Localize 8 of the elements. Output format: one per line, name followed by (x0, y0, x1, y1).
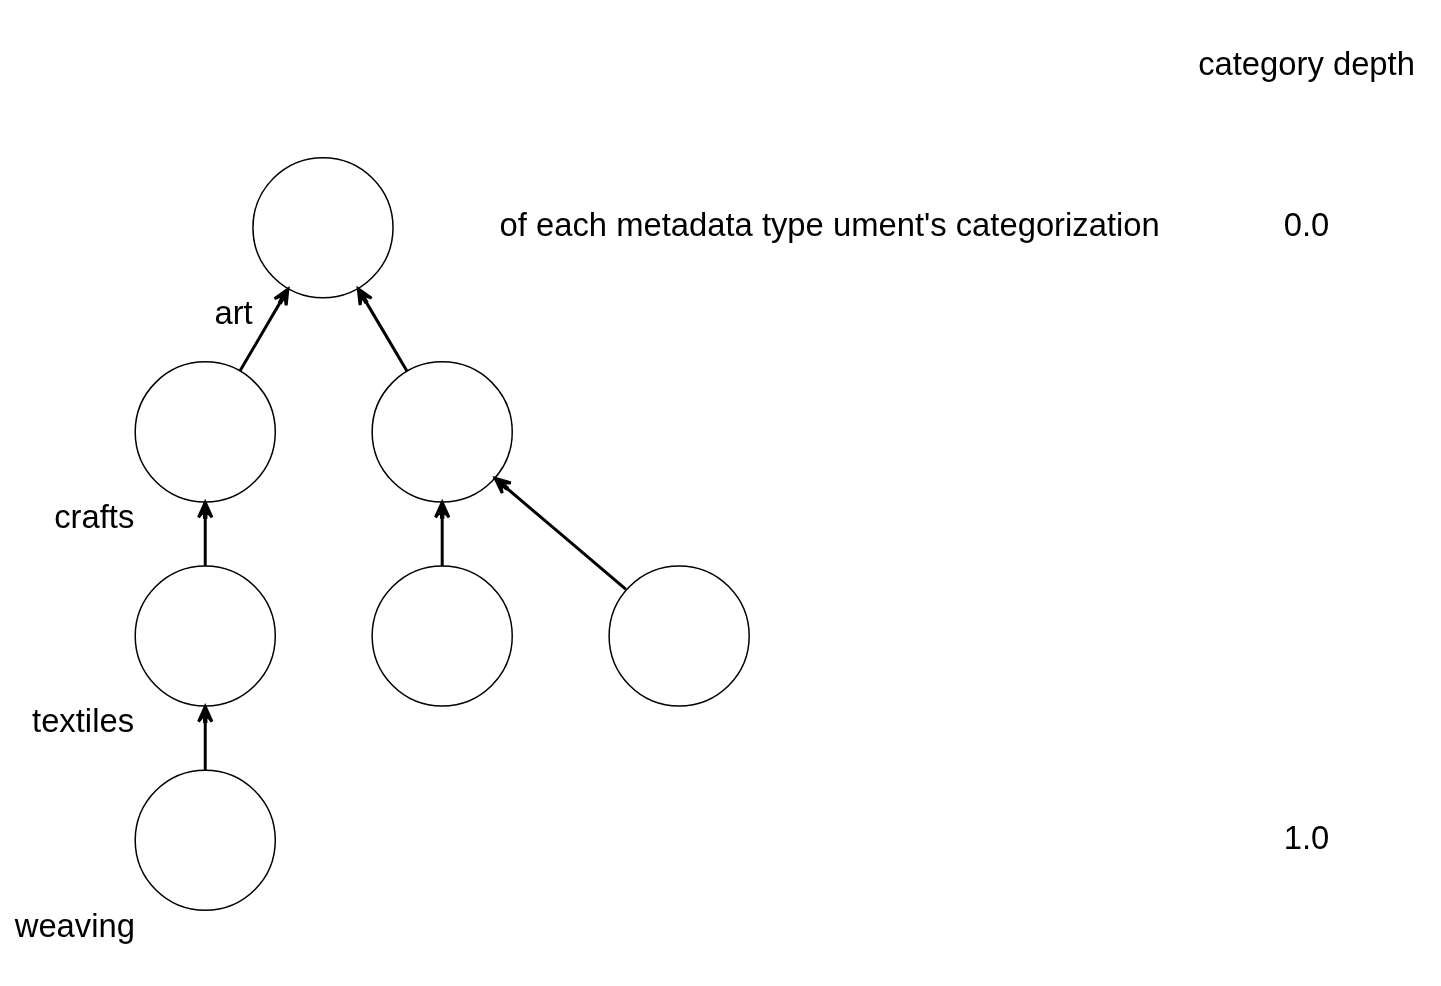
node-label: weaving (14, 906, 135, 944)
node-label: textiles (32, 702, 135, 740)
label: category depth (1198, 45, 1415, 83)
node-label: crafts (54, 498, 135, 536)
label: of each metadata type ument's categorization (499, 206, 1160, 244)
node-label: art (214, 294, 253, 331)
label: 0.0 (1283, 206, 1330, 244)
label: 1.0 (1283, 818, 1330, 856)
